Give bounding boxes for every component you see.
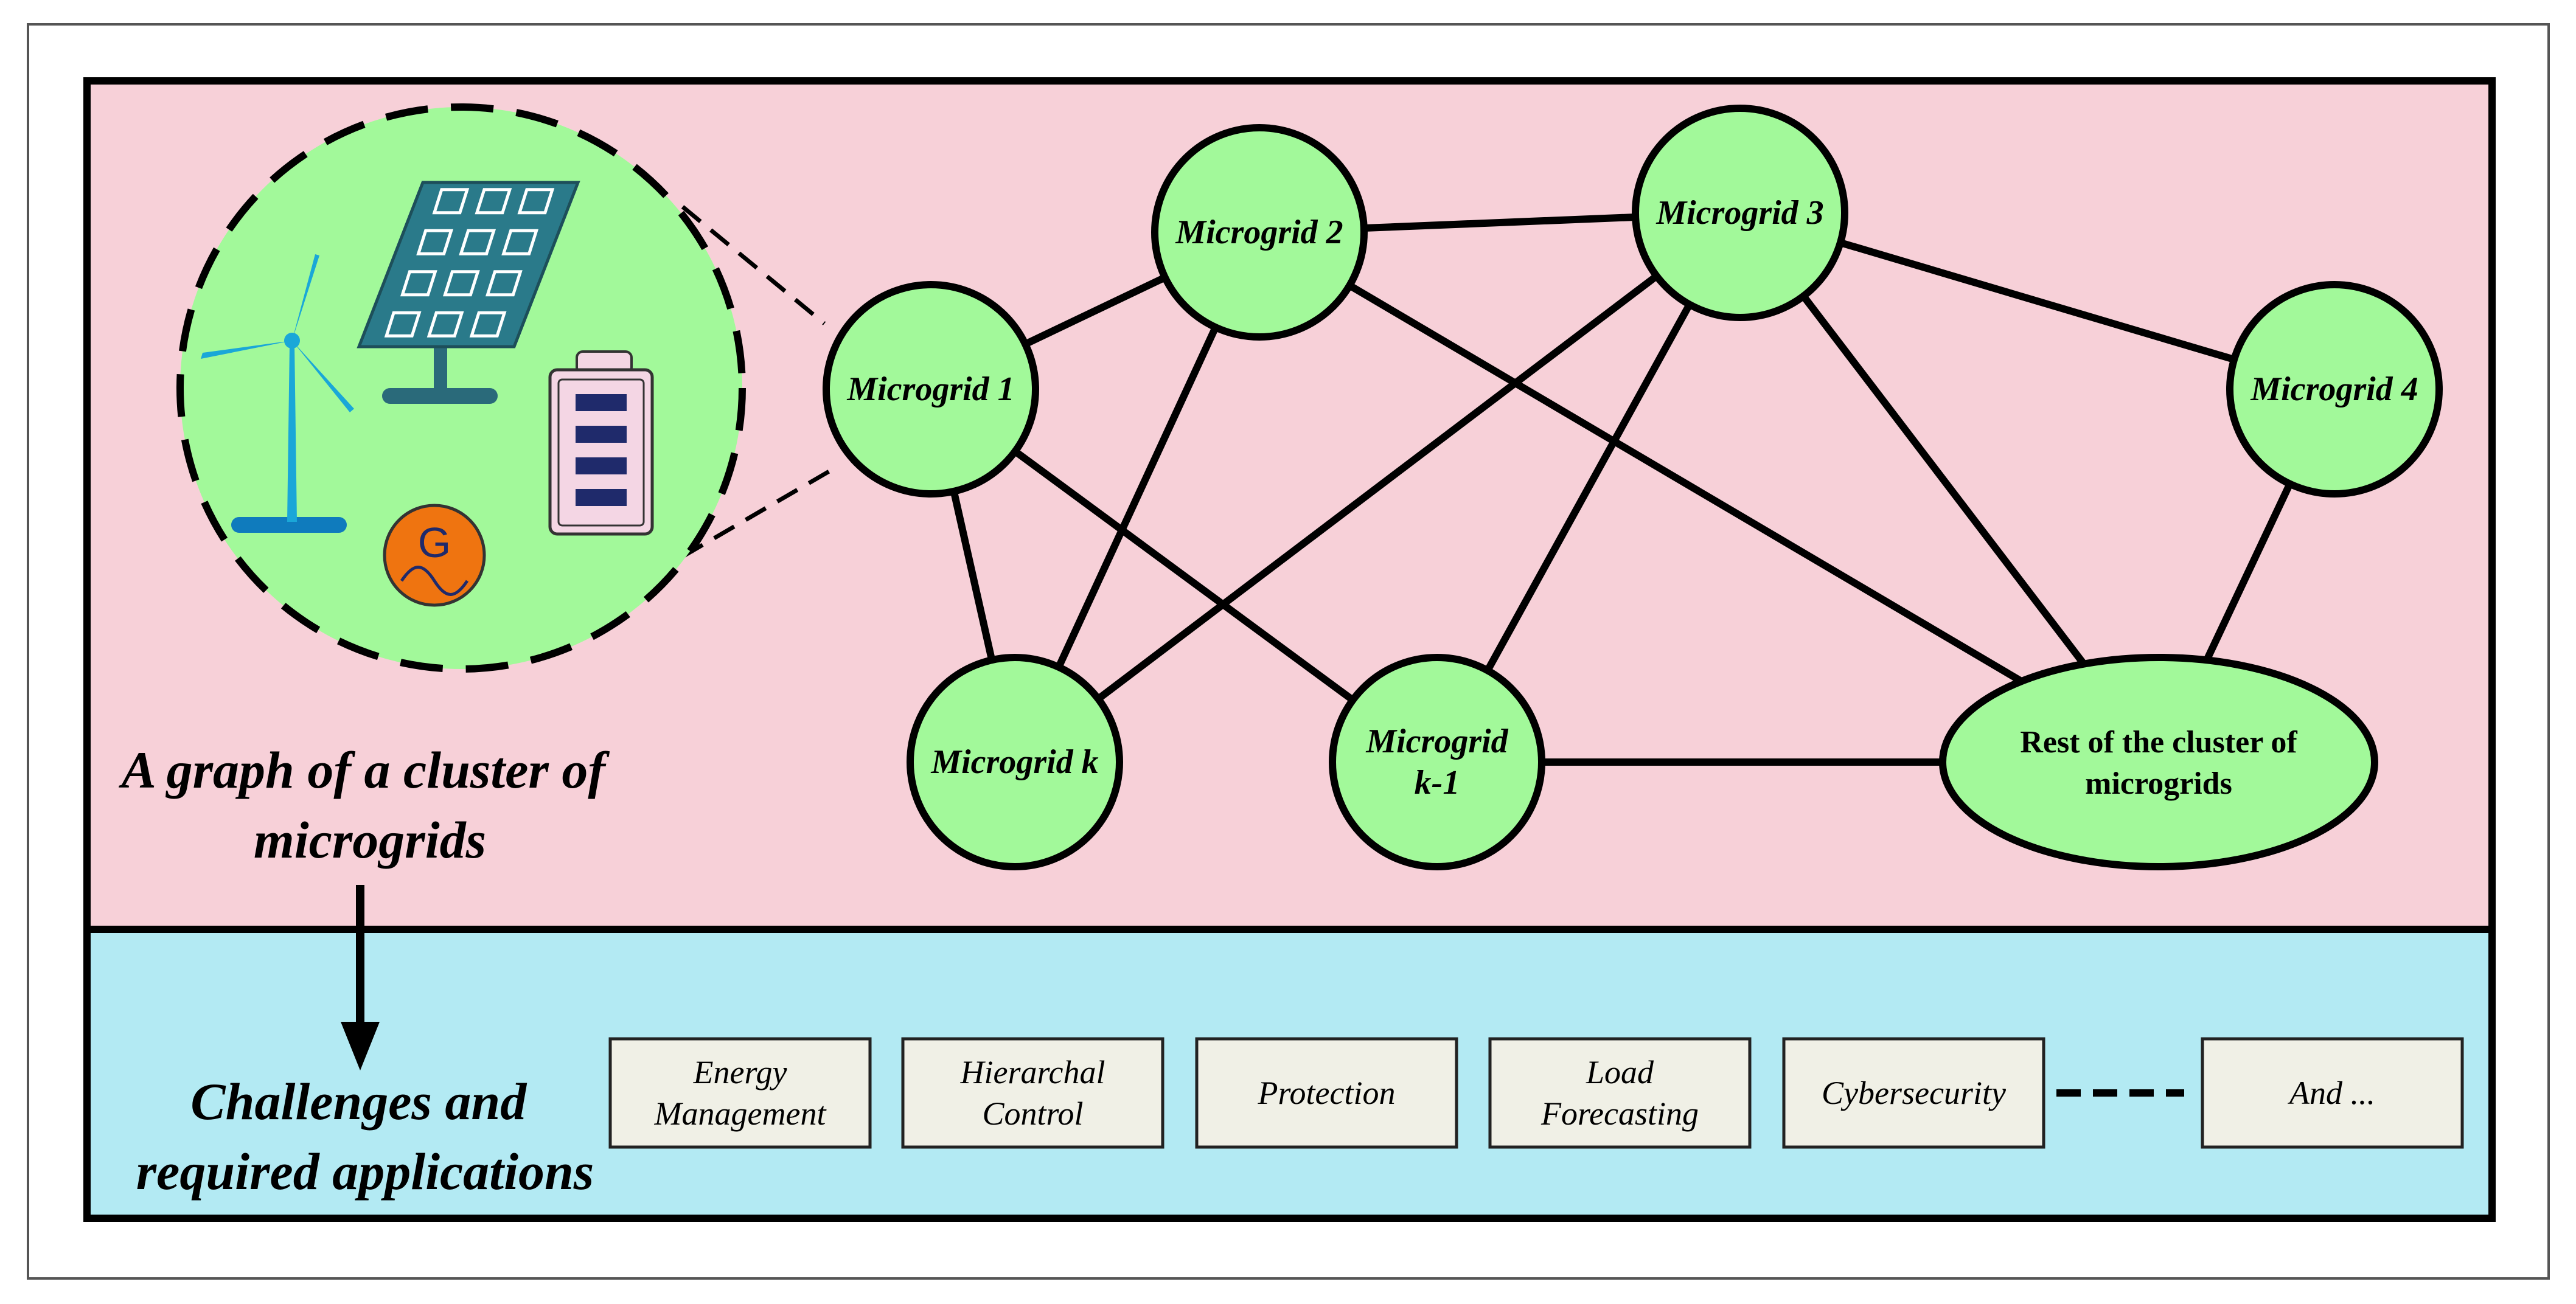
solar-cell xyxy=(426,311,464,338)
node-label-line: Microgrid 1 xyxy=(846,370,1014,408)
node-shape xyxy=(1151,124,1368,341)
edge-m3-mk xyxy=(1096,273,1659,702)
solar-cell xyxy=(400,270,437,297)
solar-cell xyxy=(485,270,523,297)
edge-m2-rest xyxy=(1348,282,2024,685)
generator-icon: G xyxy=(383,504,486,607)
node-m3: Microgrid 3 xyxy=(1632,105,1848,321)
node-label: Microgrid 1 xyxy=(846,370,1014,408)
solar-cell xyxy=(517,188,555,215)
node-label-line: microgrids xyxy=(2085,766,2232,801)
edge-m4-rest xyxy=(2203,482,2294,662)
application-box: Protection xyxy=(1195,1037,1458,1149)
node-shape xyxy=(823,281,1039,498)
solar-cell xyxy=(501,229,539,255)
battery-icon xyxy=(548,350,654,536)
graph-caption-line-2: microgrids xyxy=(254,811,486,869)
application-label-line: And ... xyxy=(2288,1075,2375,1111)
graph-edges xyxy=(950,213,2294,766)
solar-cell xyxy=(475,188,512,215)
down-arrow xyxy=(341,885,380,1070)
application-label-line: Management xyxy=(654,1095,827,1132)
wind-turbine-icon xyxy=(201,254,354,533)
solar-cell xyxy=(384,311,422,338)
node-m4: Microgrid 4 xyxy=(2226,281,2443,498)
application-box-frame xyxy=(901,1037,1164,1149)
application-label: Cybersecurity xyxy=(1822,1075,2006,1111)
application-label: And ... xyxy=(2288,1075,2375,1111)
node-mk: Microgrid k xyxy=(907,654,1123,870)
application-label: Protection xyxy=(1258,1075,1396,1111)
applications-caption-line-1: Challenges and xyxy=(190,1072,527,1131)
application-label-line: Hierarchal xyxy=(960,1054,1105,1091)
application-box-frame xyxy=(1195,1037,1458,1149)
node-label-line: k-1 xyxy=(1415,764,1460,802)
node-label: Microgrid 3 xyxy=(1655,194,1823,232)
node-m2: Microgrid 2 xyxy=(1151,124,1368,341)
node-shape xyxy=(1632,105,1848,321)
node-rest: Rest of the cluster of microgrids xyxy=(1939,654,2378,870)
application-label-line: Control xyxy=(982,1095,1083,1132)
node-label-line: Rest of the cluster of xyxy=(2020,725,2297,760)
node-label: Microgrid 2 xyxy=(1175,213,1343,251)
node-shape xyxy=(1329,654,1545,870)
graph-caption: A graph of a cluster of microgrids xyxy=(118,741,618,869)
node-label: Microgrid k-1 xyxy=(1365,723,1508,802)
applications-caption: Challenges and required applications xyxy=(136,1072,594,1201)
node-label-line: Microgrid k xyxy=(930,743,1098,781)
node-label: Rest of the cluster of microgrids xyxy=(2020,725,2297,801)
edge-m1-mk1 xyxy=(1012,448,1356,703)
node-shape xyxy=(2226,281,2443,498)
application-box-frame xyxy=(1488,1037,1752,1149)
node-label: Microgrid 4 xyxy=(2250,370,2418,408)
application-box: And ... xyxy=(2201,1037,2464,1149)
solar-cell xyxy=(459,229,496,255)
application-box: Cybersecurity xyxy=(1782,1037,2045,1149)
zoom-line-bottom xyxy=(681,463,841,559)
edge-m3-m4 xyxy=(1839,239,2235,363)
node-shape xyxy=(1939,654,2378,870)
solar-cell xyxy=(442,270,480,297)
generator-symbol: G xyxy=(418,519,451,566)
solar-cell xyxy=(469,311,507,338)
solar-cell xyxy=(416,229,454,255)
application-box-frame xyxy=(1782,1037,2045,1149)
application-label-line: Protection xyxy=(1258,1075,1396,1111)
node-label-line: Microgrid 4 xyxy=(2250,370,2418,408)
applications-caption-line-2: required applications xyxy=(136,1142,594,1201)
node-label-line: Microgrid 3 xyxy=(1655,194,1823,232)
node-label-line: Microgrid xyxy=(1365,723,1508,760)
solar-cell xyxy=(432,188,470,215)
edge-m3-mk1 xyxy=(1484,302,1693,673)
zoom-line-top xyxy=(681,205,826,325)
edge-m2-mk xyxy=(1055,325,1219,669)
application-label-line: Load xyxy=(1586,1054,1654,1091)
application-label-line: Cybersecurity xyxy=(1822,1075,2006,1111)
node-shape xyxy=(907,654,1123,870)
graph-caption-line-1: A graph of a cluster of xyxy=(118,741,610,799)
node-label: Microgrid k xyxy=(930,743,1098,781)
application-label-line: Forecasting xyxy=(1540,1095,1699,1132)
edge-m3-rest xyxy=(1800,294,2087,667)
application-label-line: Energy xyxy=(693,1054,787,1091)
node-mk1: Microgrid k-1 xyxy=(1329,654,1545,870)
solar-panel-icon xyxy=(357,181,580,404)
node-m1: Microgrid 1 xyxy=(823,281,1039,498)
application-box-frame xyxy=(608,1037,872,1149)
edge-m1-mk xyxy=(950,490,996,661)
edge-m1-m2 xyxy=(1023,274,1167,348)
node-label-line: Microgrid 2 xyxy=(1175,213,1343,251)
application-box-frame xyxy=(2201,1037,2464,1149)
edge-m2-m3 xyxy=(1363,213,1636,232)
graph-nodes: Microgrid 1 Microgrid 2 Microgrid 3 Microgr… xyxy=(823,105,2443,870)
